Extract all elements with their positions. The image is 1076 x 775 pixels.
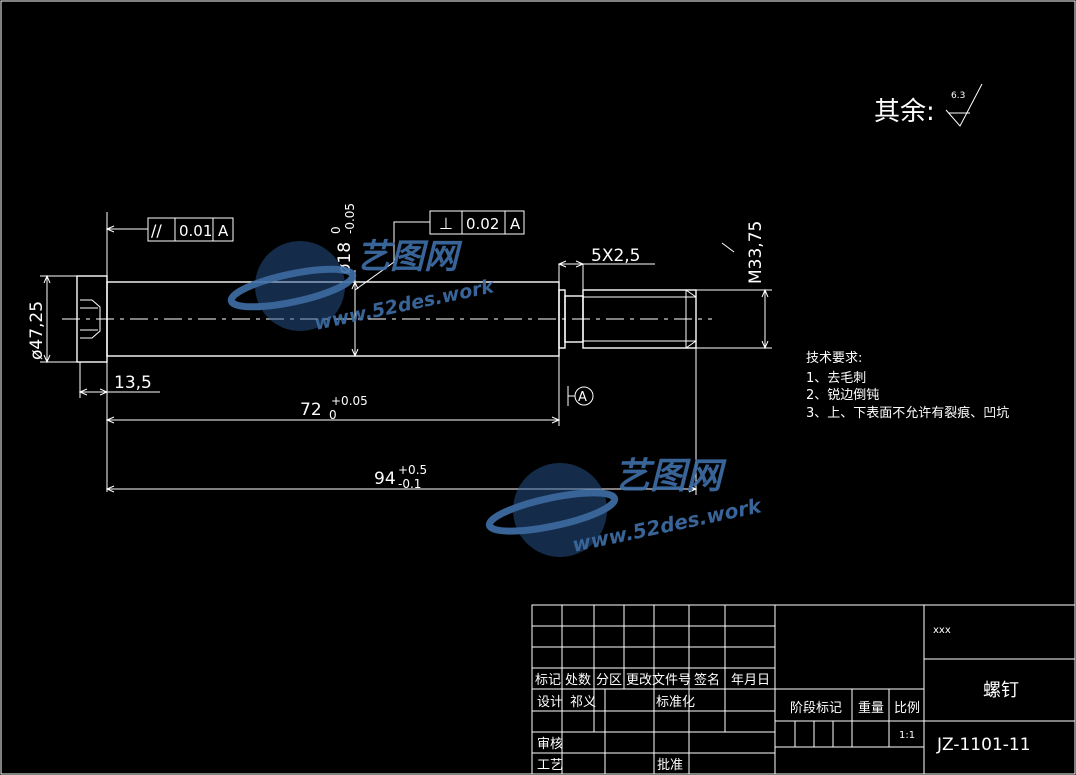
dim-head-length: 13,5 [114,373,152,393]
tb-process-label: 工艺 [537,758,563,773]
watermark-brand: 艺图网 [614,456,727,497]
title-block: 标记 处数 分区 更改文件号 签名 年月日 设计 祁义 标准化 审核 工艺 批准… [531,604,1076,775]
parallelism-value: 0.01 [179,222,212,240]
tb-company: xxx [933,625,951,636]
perpendicularity-value: 0.02 [466,215,499,233]
tech-req-title: 技术要求: [806,351,862,366]
watermark-logo: 艺图网 www.52des.work [485,456,765,557]
perpendicularity-symbol: ⊥ [439,214,453,233]
watermark-brand: 艺图网 [356,237,463,277]
surface-roughness-note: 其余: 6.3 [874,83,983,127]
dim-thread: M33,75 [746,221,766,284]
tb-approve-label: 批准 [657,758,683,773]
tb-col-date: 年月日 [731,673,770,688]
tb-review-label: 审核 [537,737,563,752]
dim-head-diameter: ø47,25 [27,301,47,360]
dim-length-72: 72 [300,400,322,420]
dim-shaft-upper: 0 [329,226,343,234]
tb-weight-label: 重量 [858,700,884,716]
tech-requirements: 技术要求: 1、去毛刺 2、锐边倒钝 3、上、下表面不允许有裂痕、凹坑 [806,351,1009,421]
tb-design-label: 设计 [537,695,563,710]
dim-length-94: 94 [374,469,396,489]
datum-a-label: A [578,390,587,405]
roughness-symbol [945,83,983,127]
roughness-value: 6.3 [951,91,965,101]
tb-col-sign: 签名 [694,672,720,688]
tb-col-count: 处数 [565,673,591,688]
tb-scale-label: 比例 [894,701,920,716]
tb-part-name: 螺钉 [983,680,1019,701]
tolerance-frame-perpendicular: ⊥ 0.02 A [354,210,525,291]
parallelism-symbol: // [151,221,162,240]
dimension-lines: ø47,25 13,5 72 +0.05 0 94 +0.5 -0.1 ø18 … [27,203,772,495]
dim-length-94-upper: +0.5 [398,463,427,477]
tb-col-zone: 分区 [596,673,622,688]
tolerance-frame-parallel: // 0.01 A [105,212,234,276]
screw-geometry [62,275,712,363]
tech-req-item: 3、上、下表面不允许有裂痕、凹坑 [806,405,1009,421]
roughness-label: 其余: [874,97,935,127]
watermark-logo: 艺图网 www.52des.work [227,237,497,335]
parallelism-datum: A [218,222,229,240]
dim-length-72-upper: +0.05 [331,394,368,408]
tb-col-change-doc: 更改文件号 [626,673,691,688]
tb-col-mark: 标记 [535,673,561,688]
tb-designer: 祁义 [570,695,596,710]
tb-drawing-no: JZ-1101-11 [936,735,1031,755]
dim-shaft-lower: -0.05 [343,203,357,234]
tech-req-item: 1、去毛刺 [806,371,866,386]
dim-length-72-lower: 0 [329,408,337,422]
perpendicularity-datum: A [510,215,521,233]
tb-standardize-label: 标准化 [656,695,695,710]
dim-length-94-lower: -0.1 [398,477,421,491]
tb-scale-value: 1:1 [899,730,915,741]
dim-shaft-diameter: ø18 [335,242,355,274]
tech-req-item: 2、锐边倒钝 [806,388,879,403]
dim-groove: 5X2,5 [591,246,641,266]
tb-stage-mark-label: 阶段标记 [790,701,842,716]
datum-a-marker: A [567,386,594,406]
